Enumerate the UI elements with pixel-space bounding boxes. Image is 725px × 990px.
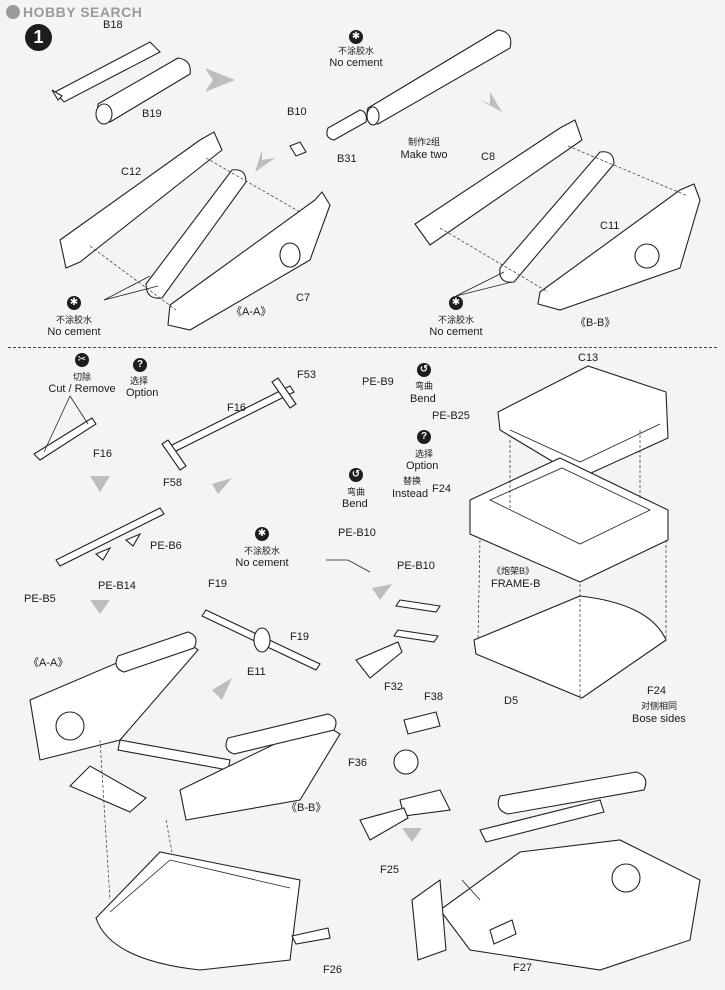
label-f24: F24 bbox=[432, 483, 451, 495]
cylinder-b31 bbox=[289, 29, 512, 157]
bend-en: Bend bbox=[342, 498, 368, 510]
label-f24-side: F24 bbox=[647, 685, 666, 697]
step-number: 1 bbox=[25, 24, 52, 51]
no-cement-cn: 不涂胶水 bbox=[337, 46, 375, 56]
label-a-a: 《A-A》 bbox=[231, 306, 272, 318]
label-f16-cut: F16 bbox=[93, 448, 112, 460]
label-pe-b5: PE-B5 bbox=[24, 593, 56, 605]
frame-b-b bbox=[414, 119, 701, 311]
label-pe-b25: PE-B25 bbox=[432, 410, 470, 422]
lower-frame-a-a bbox=[29, 631, 231, 771]
f19-e11-axle bbox=[201, 609, 321, 671]
bend-icon: ↺ bbox=[417, 363, 431, 377]
no-cement-cn: 不涂胶水 bbox=[55, 315, 93, 325]
no-cement-icon: ✱ bbox=[349, 30, 363, 44]
lower-frame-b-b bbox=[69, 713, 341, 821]
option-cn: 选择 bbox=[130, 376, 149, 386]
logo-icon bbox=[6, 5, 20, 19]
label-f38: F38 bbox=[424, 691, 443, 703]
c13-plate bbox=[497, 365, 669, 479]
cut-cn: 切除 bbox=[72, 372, 92, 382]
frame-b-en: FRAME-B bbox=[491, 578, 541, 590]
no-cement-icon: ✱ bbox=[449, 296, 463, 310]
label-f25: F25 bbox=[380, 864, 399, 876]
label-pe-b10-bend: PE-B10 bbox=[338, 527, 376, 539]
label-c7: C7 bbox=[296, 292, 311, 304]
pe-b14-assembly bbox=[55, 507, 165, 567]
label-pe-b6: PE-B6 bbox=[150, 540, 182, 552]
label-f36: F36 bbox=[348, 757, 367, 769]
label-c13: C13 bbox=[578, 352, 599, 364]
f36-f38-mechanism bbox=[359, 711, 451, 841]
label-f53: F53 bbox=[297, 369, 316, 381]
no-cement-cn: 不涂胶水 bbox=[437, 315, 475, 325]
label-f27: F27 bbox=[513, 962, 532, 974]
d5-plate bbox=[473, 539, 667, 700]
section-divider bbox=[8, 347, 717, 348]
option-cn: 选择 bbox=[415, 449, 434, 459]
option-icon: ? bbox=[133, 358, 147, 372]
no-cement-icon: ✱ bbox=[67, 296, 81, 310]
barrel-b18 bbox=[51, 41, 161, 103]
label-b31: B31 bbox=[337, 153, 357, 165]
no-cement-icon: ✱ bbox=[255, 527, 269, 541]
label-f19-right: F19 bbox=[290, 631, 309, 643]
option-icon: ? bbox=[417, 430, 431, 444]
bend-en: Bend bbox=[410, 393, 436, 405]
label-pe-b10: PE-B10 bbox=[397, 560, 435, 572]
label-f26: F26 bbox=[323, 964, 342, 976]
no-cement-en: No cement bbox=[329, 57, 383, 69]
label-f58: F58 bbox=[163, 477, 182, 489]
bend-cn: 弯曲 bbox=[415, 381, 434, 391]
label-pe-b14: PE-B14 bbox=[98, 580, 136, 592]
label-b19: B19 bbox=[142, 108, 162, 120]
label-a-a-lower: 《A-A》 bbox=[28, 657, 69, 669]
no-cement-cn: 不涂胶水 bbox=[243, 546, 281, 556]
frame-b-box bbox=[469, 430, 669, 583]
label-b-b: 《B-B》 bbox=[575, 317, 616, 329]
label-c8: C8 bbox=[481, 151, 496, 163]
cut-en: Cut / Remove bbox=[48, 383, 116, 395]
bend-cn: 弯曲 bbox=[347, 487, 366, 497]
turntable-base bbox=[95, 739, 331, 971]
label-f16: F16 bbox=[227, 402, 246, 414]
label-c12: C12 bbox=[121, 166, 142, 178]
no-cement-en: No cement bbox=[235, 557, 289, 569]
label-d5: D5 bbox=[504, 695, 519, 707]
assembly-arrow bbox=[205, 68, 235, 92]
make-two-en: Make two bbox=[400, 149, 448, 161]
make-two-cn: 制作2组 bbox=[407, 137, 441, 147]
barrel-b19 bbox=[95, 57, 191, 125]
label-f32: F32 bbox=[384, 681, 403, 693]
label-b-b-lower: 《B-B》 bbox=[286, 802, 327, 814]
cut-icon: ✂ bbox=[75, 353, 89, 367]
f16-cut-detail bbox=[33, 395, 97, 461]
bose-sides-en: Bose sides bbox=[632, 713, 686, 725]
no-cement-en: No cement bbox=[47, 326, 101, 338]
bose-sides-cn: 对侧相同 bbox=[641, 701, 678, 711]
no-cement-en: No cement bbox=[429, 326, 483, 338]
label-pe-b9: PE-B9 bbox=[362, 376, 394, 388]
watermark-text: HOBBY SEARCH bbox=[23, 4, 143, 20]
final-assembly bbox=[411, 771, 701, 971]
frame-b-cn: 《炮架B》 bbox=[492, 566, 535, 576]
label-e11: E11 bbox=[247, 666, 266, 678]
label-b10: B10 bbox=[287, 106, 307, 118]
frame-a-a bbox=[59, 131, 331, 331]
label-f19-left: F19 bbox=[208, 578, 227, 590]
f16-rod bbox=[161, 377, 297, 471]
watermark-logo: HOBBY SEARCH bbox=[6, 4, 142, 20]
label-c11: C11 bbox=[600, 220, 620, 232]
option-en: Option bbox=[126, 387, 159, 399]
pe-b10-bend bbox=[326, 559, 441, 679]
option-en: Option bbox=[406, 460, 439, 472]
instead-en: Instead bbox=[392, 488, 429, 500]
instead-cn: 替换 bbox=[403, 476, 422, 486]
label-b18: B18 bbox=[103, 19, 123, 31]
bend-icon: ↺ bbox=[349, 468, 363, 482]
